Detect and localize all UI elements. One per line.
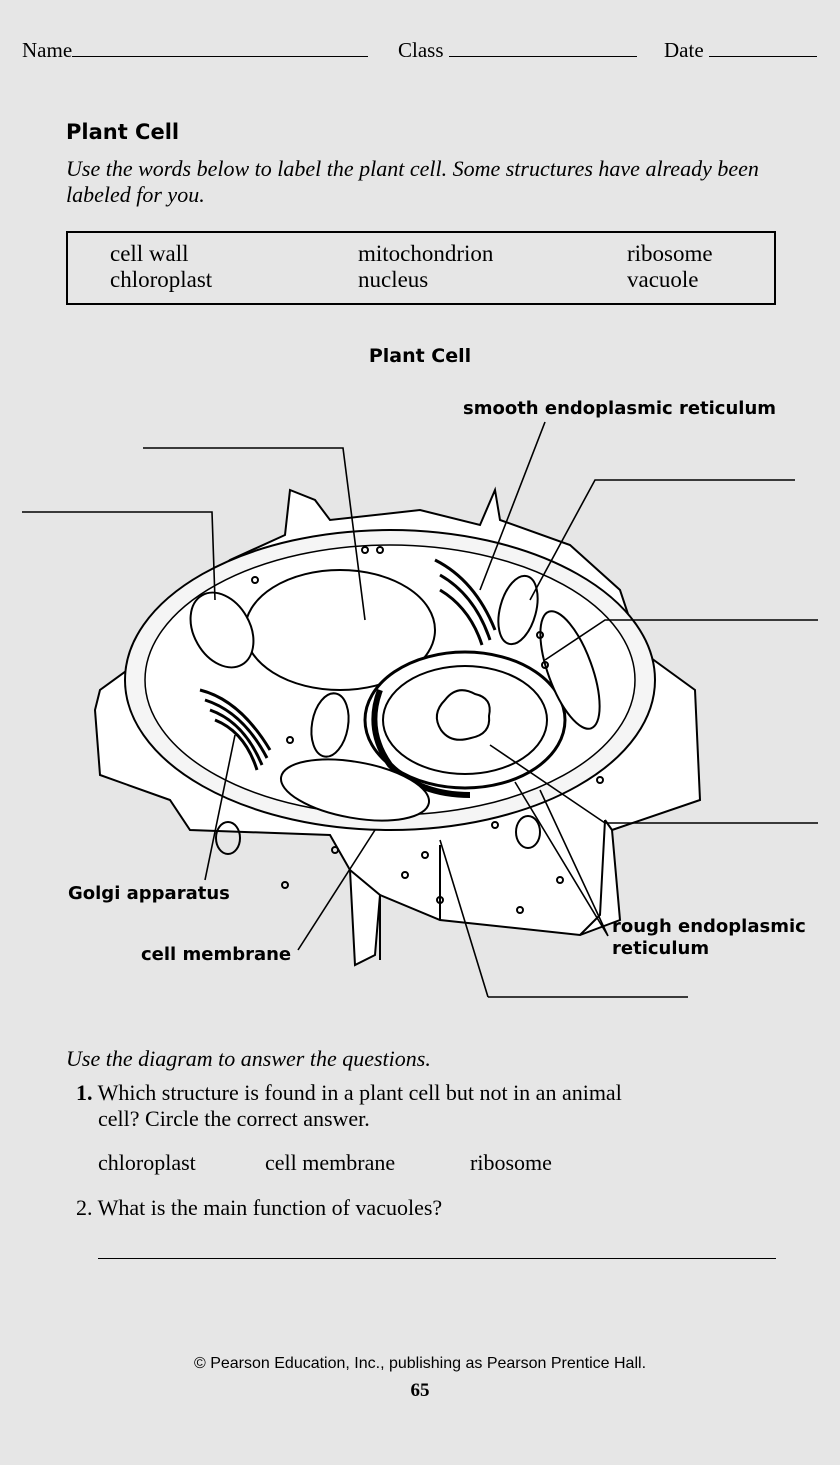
class-field: Class (398, 38, 637, 63)
chloroplast-bottom (279, 758, 431, 822)
question-2: 2. What is the main function of vacuoles… (76, 1195, 443, 1220)
nucleus-inner (382, 665, 548, 775)
section-title: Plant Cell (66, 120, 180, 144)
wall-pore (515, 815, 541, 849)
word-bank-item: ribosome (627, 241, 713, 266)
questions-instructions: Use the diagram to answer the questions. (66, 1046, 431, 1071)
label-rough-er: rough endoplasmic reticulum (612, 916, 806, 960)
figure-title: Plant Cell (368, 345, 472, 367)
blank-line-cell-wall (439, 839, 688, 998)
blank-line-ribosome (544, 619, 818, 661)
label-smooth-er: smooth endoplasmic reticulum (463, 398, 777, 419)
question-1-number: 1. (76, 1080, 93, 1105)
nucleolus (435, 689, 491, 741)
rough-er-leader (514, 781, 609, 937)
answer-option-ribosome[interactable]: ribosome (470, 1150, 552, 1175)
section-instructions: Use the words below to label the plant c… (66, 156, 759, 207)
blank-line-vacuole (143, 447, 366, 621)
name-blank[interactable] (72, 42, 369, 57)
class-label: Class (398, 38, 444, 62)
question-1-text-line1: Which structure is found in a plant cell… (97, 1080, 622, 1105)
chloroplast-left (189, 591, 255, 669)
answer-line[interactable] (98, 1258, 776, 1259)
word-bank-item: vacuole (627, 267, 699, 292)
label-golgi: Golgi apparatus (68, 883, 230, 904)
chloroplast-right (539, 610, 601, 730)
word-bank-item: nucleus (358, 267, 429, 292)
word-bank-item: cell wall (110, 241, 189, 266)
answer-option-chloroplast[interactable]: chloroplast (98, 1150, 196, 1175)
question-1: 1. Which structure is found in a plant c… (76, 1080, 622, 1106)
label-cell-membrane: cell membrane (141, 944, 292, 965)
smooth-er-leader (479, 421, 546, 591)
answer-option-cell-membrane[interactable]: cell membrane (265, 1150, 396, 1175)
golgi-leader (204, 734, 236, 881)
name-label: Name (22, 38, 73, 62)
question-1-text-line2: cell? Circle the correct answer. (98, 1106, 370, 1131)
blank-line-mitochondrion (529, 479, 795, 601)
word-bank: cell wall mitochondrion ribosome chlorop… (66, 231, 776, 305)
mitochondrion (497, 574, 539, 646)
wall-pore (215, 821, 241, 855)
mitochondrion (310, 692, 350, 758)
class-blank[interactable] (448, 42, 637, 57)
word-bank-item: mitochondrion (358, 241, 494, 266)
copyright: © Pearson Education, Inc., publishing as… (193, 1355, 647, 1372)
page-number: 65 (410, 1380, 430, 1401)
label-rough-er-line2: reticulum (612, 938, 710, 959)
label-rough-er-line1: rough endoplasmic (612, 916, 806, 937)
word-bank-item: chloroplast (110, 267, 213, 292)
blank-line-nucleus (489, 744, 818, 824)
blank-line-chloroplast (22, 511, 216, 601)
name-field: Name (22, 38, 369, 63)
plant-cell-diagram (22, 421, 818, 998)
date-field: Date (664, 38, 817, 63)
date-label: Date (664, 38, 704, 62)
date-blank[interactable] (708, 42, 817, 57)
membrane-leader (297, 829, 376, 951)
